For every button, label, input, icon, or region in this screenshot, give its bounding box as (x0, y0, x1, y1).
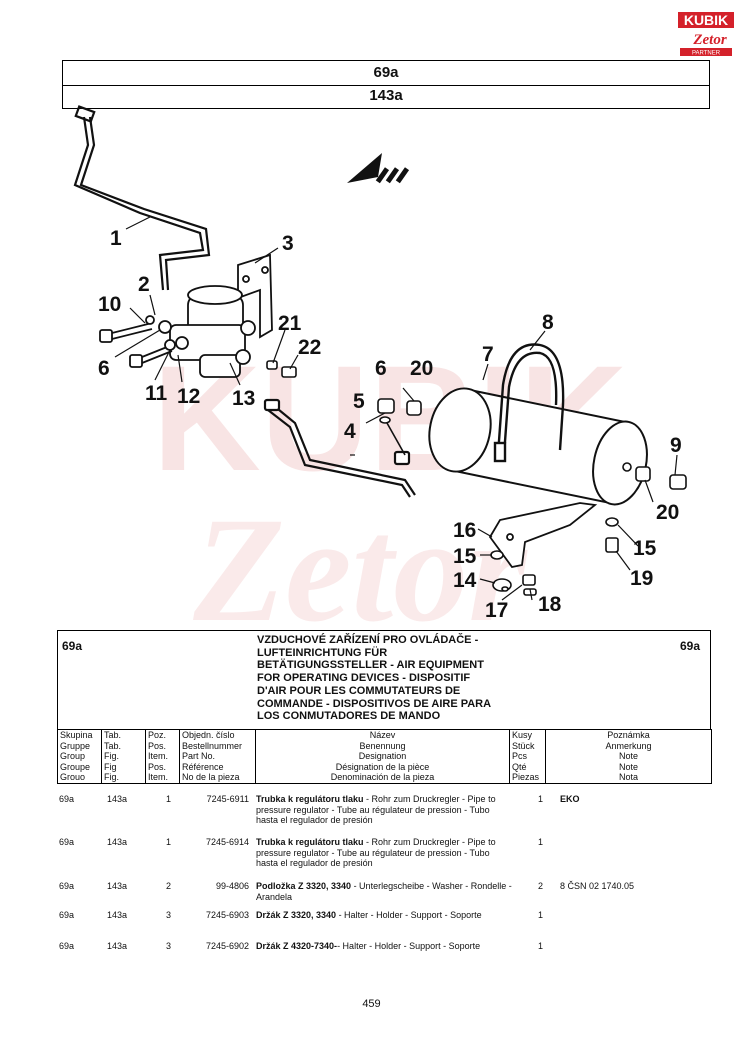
kubik-zetor-logo: KUBIK Zetor PARTNER (678, 12, 734, 57)
desc-title-line: BETÄTIGUNGSSTELLER - AIR EQUIPMENT (257, 659, 484, 672)
strap-8 (493, 343, 565, 463)
callout-20-top: 20 (410, 357, 433, 380)
leader-lines (114, 216, 678, 601)
table-number: 143a (369, 87, 403, 104)
desc-title-line: LOS CONMUTADORES DE MANDO (257, 710, 441, 723)
callout-20-right: 20 (656, 501, 679, 524)
callout-21: 21 (278, 312, 302, 335)
drain-9-20 (622, 462, 687, 490)
callout-8: 8 (542, 311, 554, 334)
pressure-regulator-13 (169, 285, 256, 378)
callout-3: 3 (282, 232, 294, 255)
callout-15-left: 15 (453, 545, 477, 568)
exploded-diagram: KUBIK Zetor (73, 105, 687, 630)
callout-2: 2 (138, 273, 150, 296)
callout-4: 4 (344, 420, 356, 443)
col-pos: Poz.Pos.Item.Pos.Item. (145, 729, 180, 784)
callout-10: 10 (98, 293, 121, 316)
watermark: KUBIK Zetor (153, 334, 628, 630)
callout-18: 18 (538, 593, 562, 616)
logo-tag: PARTNER (692, 51, 721, 57)
callout-22: 22 (298, 336, 321, 359)
callout-16: 16 (453, 519, 476, 542)
callout-17: 17 (485, 599, 508, 622)
air-tank-7 (428, 387, 648, 506)
bolts (99, 315, 176, 368)
logo-brand: KUBIK (684, 12, 728, 28)
callout-9: 9 (670, 434, 682, 457)
desc-group-right: 69a (679, 639, 700, 653)
callout-19: 19 (630, 567, 653, 590)
desc-title-line: COMMANDE - DISPOSITIVOS DE AIRE PARA (257, 697, 492, 710)
fasteners (490, 517, 619, 596)
callout-labels: 1 2 3 10 6 11 12 13 21 22 6 20 5 4 7 8 9… (98, 227, 682, 622)
callout-14: 14 (453, 569, 477, 592)
desc-title-line: LUFTEINRICHTUNG FÜR (257, 646, 388, 659)
support-bracket-16 (488, 502, 598, 568)
callout-6-right: 6 (375, 357, 387, 380)
callout-15-right: 15 (633, 537, 657, 560)
logo-sub: Zetor (692, 32, 726, 48)
callout-1: 1 (110, 227, 122, 250)
svg-text:Zetor: Zetor (192, 487, 528, 630)
callout-13: 13 (232, 387, 255, 410)
desc-group-left: 69a (62, 639, 83, 653)
group-header: 69a (62, 60, 710, 86)
fittings-6-20-5 (377, 398, 422, 456)
desc-title: VZDUCHOVÉ ZAŘÍZENÍ PRO OVLÁDAČE - LUFTEI… (257, 634, 517, 723)
page-number: 459 (362, 998, 381, 1010)
callout-7: 7 (482, 343, 494, 366)
direction-arrow-icon (347, 153, 410, 184)
group-number: 69a (373, 64, 399, 81)
callout-6-left: 6 (98, 357, 110, 380)
callout-11: 11 (145, 382, 168, 405)
pipe-1 (73, 105, 211, 291)
fittings-21-22 (266, 360, 297, 378)
desc-title-line: D'AIR POUR LES COMMUTATEURS DE (257, 684, 461, 697)
callout-12: 12 (177, 385, 200, 408)
table-header: 143a (62, 84, 710, 109)
pipe-4 (263, 398, 416, 498)
desc-title-line: FOR OPERATING DEVICES - DISPOSITIF (257, 672, 471, 685)
group-description: 69a VZDUCHOVÉ ZAŘÍZENÍ PRO OVLÁDAČE - LU… (57, 630, 711, 730)
desc-title-line: VZDUCHOVÉ ZAŘÍZENÍ PRO OVLÁDAČE - (257, 634, 479, 646)
callout-5: 5 (353, 390, 365, 413)
